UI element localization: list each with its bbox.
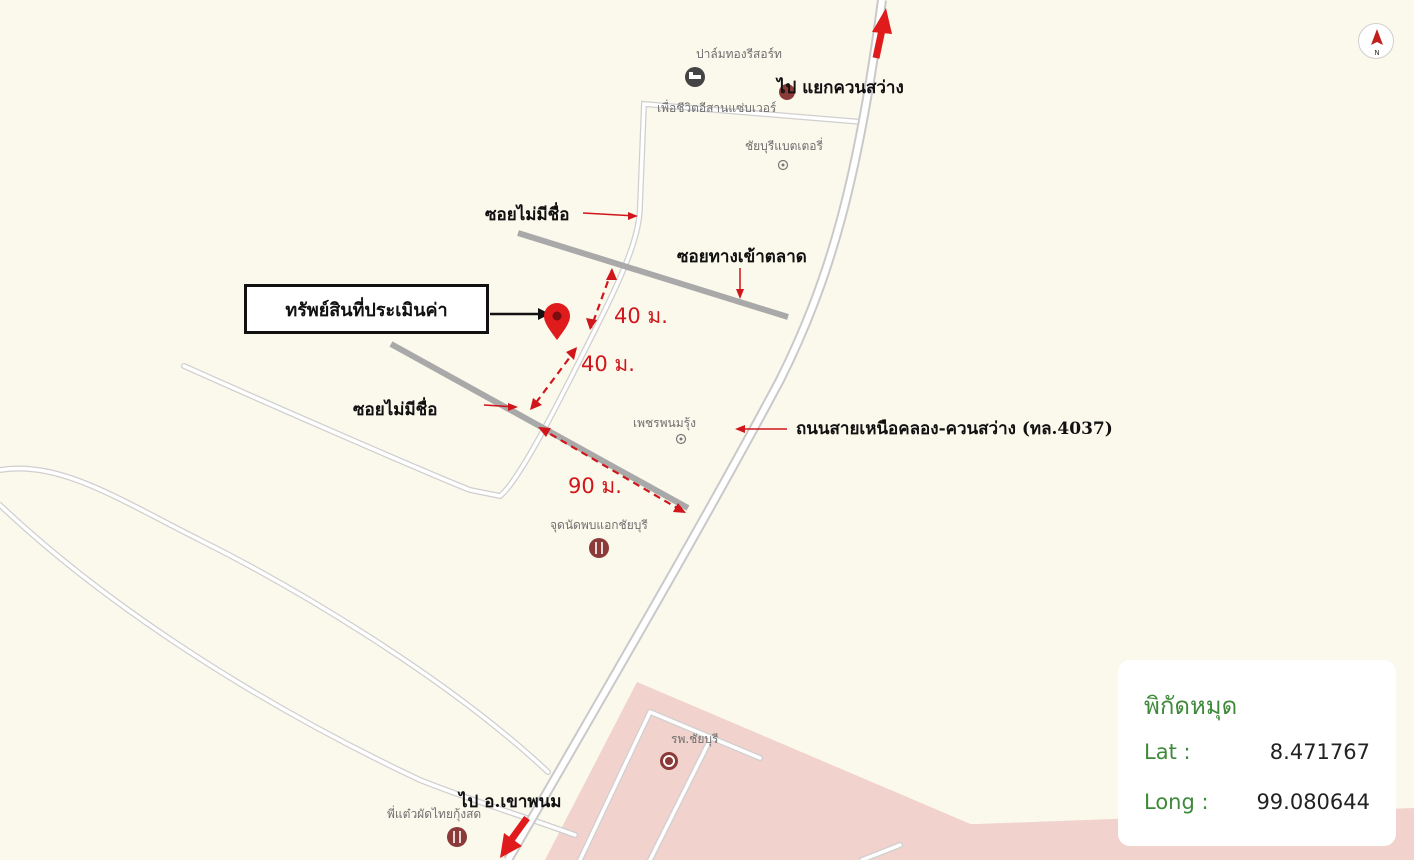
lat-value: 8.471767 xyxy=(1269,740,1370,764)
compass-north-icon: N xyxy=(1371,29,1383,57)
direction-label-north: ไป แยกควนสว่าง xyxy=(777,78,904,98)
restaurant-icon-meeting xyxy=(589,538,609,558)
arrow-south xyxy=(500,815,530,858)
soi-label-upper: ซอยไม่มีชื่อ xyxy=(485,205,570,225)
coordinates-panel: พิกัดหมุด Lat : 8.471767 Long : 99.08064… xyxy=(1118,660,1396,846)
direction-label-south: ไป อ.เขาพนม xyxy=(459,792,562,812)
poi-label-resort[interactable]: ปาล์มทองรีสอร์ท xyxy=(696,47,782,61)
soi-lower-bar xyxy=(389,341,690,511)
hotel-icon xyxy=(685,67,705,87)
poi-label-noodle[interactable]: พี่แต๋วผัดไทยกุ้งสด xyxy=(387,807,482,821)
arrow-north xyxy=(872,8,892,59)
coordinates-title: พิกัดหมุด xyxy=(1144,692,1238,720)
poi-label-meeting-point[interactable]: จุดนัดพบแอกชัยบุรี xyxy=(550,518,648,532)
hospital-icon xyxy=(660,752,678,770)
long-value: 99.080644 xyxy=(1256,790,1370,814)
soi-label-lower: ซอยไม่มีชื่อ xyxy=(353,400,438,420)
long-label: Long : xyxy=(1144,790,1209,814)
lat-label: Lat : xyxy=(1144,740,1191,764)
restaurant-icon-bar xyxy=(779,84,795,100)
asset-label: ทรัพย์สินที่ประเมินค่า xyxy=(285,299,448,321)
place-dot-battery xyxy=(777,159,789,171)
svg-text:N: N xyxy=(1374,49,1379,57)
distance-arrow-lower xyxy=(539,427,685,513)
place-dot-petchpanomrung xyxy=(675,433,687,445)
location-pin-icon xyxy=(544,303,570,340)
restaurant-icon-noodle xyxy=(447,827,467,847)
asset-label-box: ทรัพย์สินที่ประเมินค่า xyxy=(244,284,489,334)
distance-label-middle: 40 ม. xyxy=(581,352,635,376)
poi-label-bar[interactable]: เพื่อชีวิตอีสานแซ่บเวอร์ xyxy=(657,101,777,115)
distance-arrow-middle xyxy=(531,348,577,409)
soi-market-bar xyxy=(517,230,789,320)
distance-label-lower: 90 ม. xyxy=(568,474,622,498)
compass-button[interactable]: N xyxy=(1358,23,1394,59)
distance-label-upper: 40 ม. xyxy=(614,304,668,328)
poi-label-petchpanomrung[interactable]: เพชรพนมรุ้ง xyxy=(633,416,696,430)
distance-arrow-upper xyxy=(589,269,614,329)
main-road-label: ถนนสายเหนือคลอง-ควนสว่าง (ทล.4037) xyxy=(796,419,1113,439)
soi-label-market: ซอยทางเข้าตลาด xyxy=(677,247,807,267)
poi-label-hospital[interactable]: รพ.ชัยบุรี xyxy=(671,732,719,746)
poi-label-battery[interactable]: ชัยบุรีแบตเตอรี่ xyxy=(745,139,823,153)
